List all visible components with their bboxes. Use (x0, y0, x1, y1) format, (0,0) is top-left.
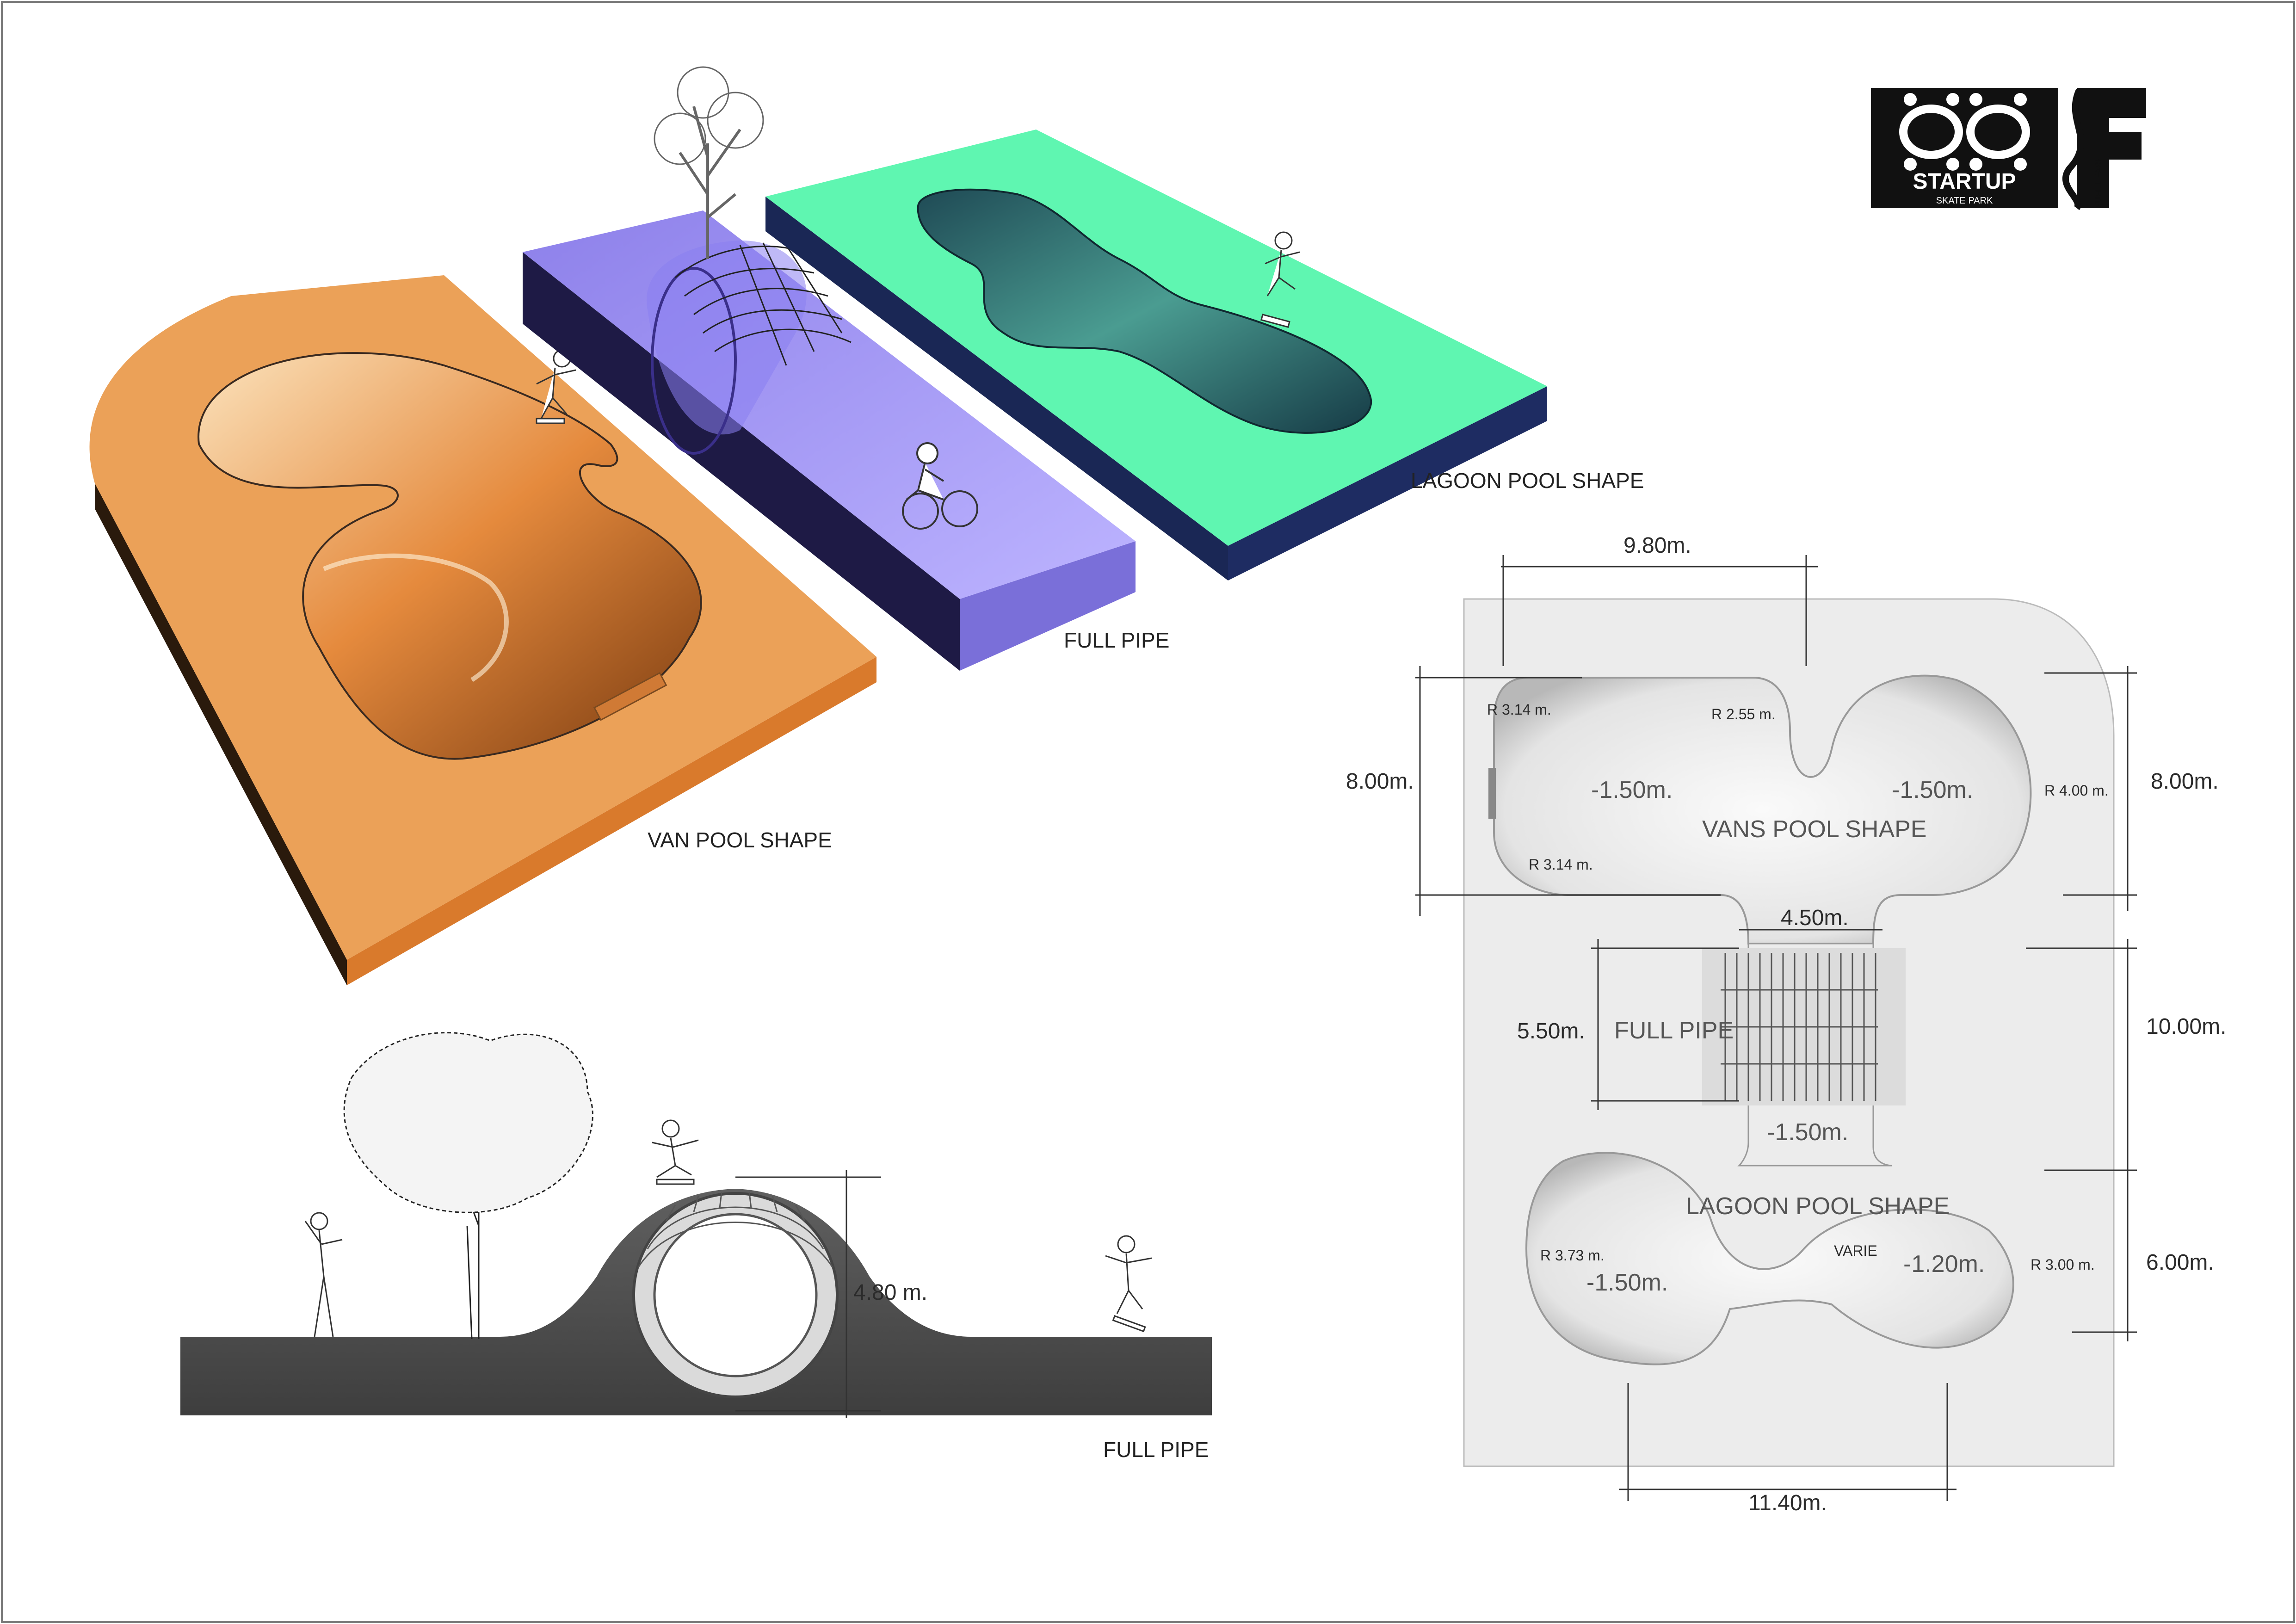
dim-bottom: 11.40m. (1748, 1491, 1827, 1515)
depth-lagoon-right: -1.20m. (1903, 1251, 1985, 1278)
depth-van-left: -1.50m. (1591, 777, 1673, 803)
dim-pipe-length: 5.50m. (1517, 1019, 1585, 1044)
skater-figure-icon (304, 1212, 343, 1337)
dim-right-10: 10.00m. (2146, 1014, 2226, 1039)
depth-van-right: -1.50m. (1892, 777, 1973, 803)
startup-sub-text: SKATE PARK (1936, 196, 1993, 206)
pipe-section-ribs (637, 1192, 833, 1268)
fufill-logo: FUFILL PARK (2062, 88, 2146, 210)
dim-pipe-width: 4.50m. (1781, 906, 1849, 930)
skater-figure-icon (1260, 231, 1300, 328)
pipe-arch (647, 241, 852, 455)
lagoon-plan-title: LAGOON POOL SHAPE (1686, 1193, 1950, 1220)
radius-bottom-left: R 3.14 m. (1529, 856, 1593, 873)
radius-right: R 4.00 m. (2044, 782, 2109, 799)
section-label: FULL PIPE (1103, 1438, 1209, 1462)
lagoon-pool-plan (1525, 1152, 2014, 1365)
skater-figure-icon (1105, 1235, 1152, 1333)
startup-text: STARTUP (1913, 169, 2016, 194)
pipe-height-label: 4.80 m. (853, 1280, 927, 1305)
full-pipe-section: 4.80 m. (180, 1032, 1212, 1418)
radius-top-left: R 3.14 m. (1487, 701, 1551, 718)
pipe-plan-ribs (1721, 953, 1878, 1101)
dim-top: 9.80m. (1623, 533, 1691, 558)
lagoon-pool-label: LAGOON POOL SHAPE (1411, 469, 1644, 493)
vans-pool-title: VANS POOL SHAPE (1702, 816, 1927, 843)
bmx-rider-icon (902, 442, 978, 530)
ramp-curve-icon (2062, 89, 2084, 210)
depth-mid: -1.50m. (1767, 1119, 1848, 1146)
plan-dimension-lines (1415, 555, 2137, 1501)
dim-left-8: 8.00m. (1346, 769, 1414, 794)
infinity-logo-icon (1899, 105, 2030, 159)
skateboard-wheels-icon (1904, 93, 2027, 171)
coping-block (1488, 768, 1496, 819)
site-plan: 9.80m. 8.00m. 8.00m. 4.50m. 5.50m. 10.00… (1346, 533, 2226, 1515)
pipe-ribs (675, 242, 852, 366)
van-pool-label: VAN POOL SHAPE (648, 828, 832, 852)
van-pool-model (89, 275, 877, 985)
tree-icon (343, 1032, 593, 1340)
varie-label: VARIE (1834, 1242, 1877, 1259)
radius-lagoon-left: R 3.73 m. (1540, 1247, 1605, 1264)
tree-icon (654, 66, 764, 259)
dim-right-8: 8.00m. (2151, 769, 2219, 794)
pipe-plan-title: FULL PIPE (1614, 1017, 1734, 1044)
dim-right-6: 6.00m. (2146, 1250, 2214, 1275)
skater-figure-icon (652, 1119, 699, 1185)
full-pipe-model (523, 66, 1136, 671)
lagoon-pool-model (765, 130, 1547, 580)
height-dimension (735, 1170, 881, 1418)
startup-logo: STARTUP SKATE PARK (1871, 88, 2058, 208)
vans-pool-plan (1493, 674, 2032, 945)
fufill-text: FUFILL PARK (2094, 156, 2103, 208)
radius-mid: R 2.55 m. (1711, 706, 1776, 722)
radius-lagoon-right: R 3.00 m. (2031, 1256, 2095, 1273)
depth-lagoon-left: -1.50m. (1586, 1269, 1668, 1296)
full-pipe-label: FULL PIPE (1064, 628, 1169, 652)
